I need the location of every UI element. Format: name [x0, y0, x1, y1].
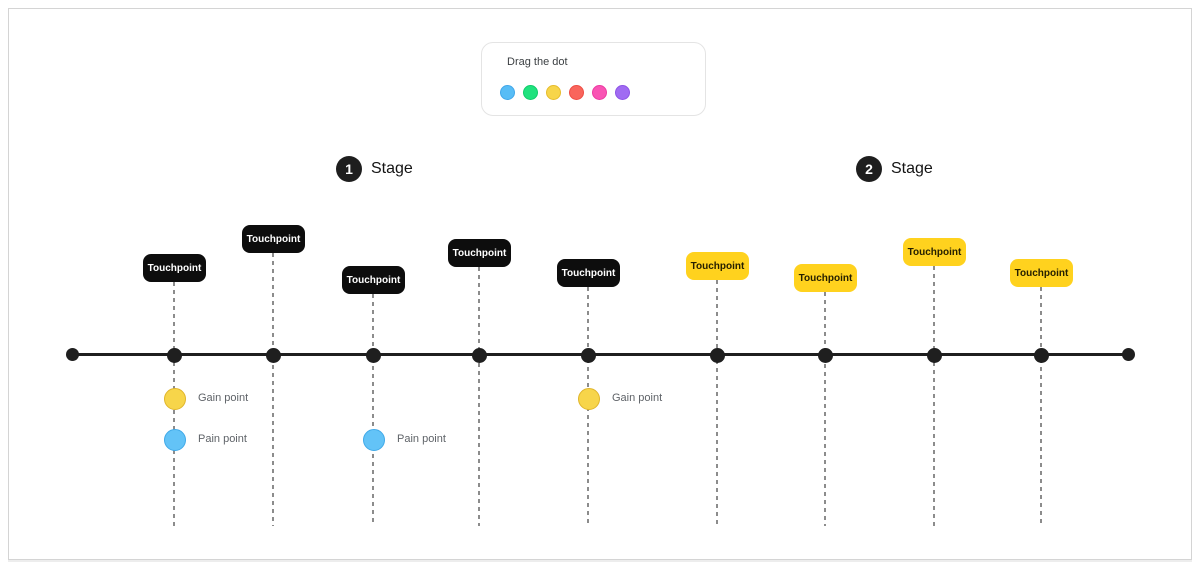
touchpoint-label[interactable]: Touchpoint	[342, 266, 405, 294]
gain-point-label: Gain point	[612, 392, 663, 404]
timeline-node-dot[interactable]	[167, 348, 182, 363]
gain-point-label: Gain point	[198, 392, 249, 404]
timeline-node-dot[interactable]	[366, 348, 381, 363]
pain-point-dot[interactable]	[164, 429, 186, 451]
timeline-node-dot[interactable]	[927, 348, 942, 363]
timeline-node-dot[interactable]	[266, 348, 281, 363]
timeline-node-dot[interactable]	[472, 348, 487, 363]
touchpoint-label[interactable]: Touchpoint	[794, 264, 857, 292]
touchpoint-dashed-line	[824, 292, 826, 526]
stage-2-label: Stage	[891, 160, 933, 177]
stage-1-header: 1 Stage	[336, 156, 413, 182]
purple-dot-draggable[interactable]	[615, 85, 630, 100]
pain-point-label: Pain point	[198, 433, 247, 445]
stage-1-number-badge: 1	[336, 156, 362, 182]
touchpoint-dashed-line	[478, 267, 480, 526]
touchpoint-label[interactable]: Touchpoint	[448, 239, 511, 267]
touchpoint-dashed-line	[272, 253, 274, 526]
stage-2-number-badge: 2	[856, 156, 882, 182]
touchpoint-label[interactable]: Touchpoint	[557, 259, 620, 287]
touchpoint-dashed-line	[372, 294, 374, 526]
timeline-node-dot[interactable]	[818, 348, 833, 363]
touchpoint-dashed-line	[933, 266, 935, 526]
drag-dot-palette: Drag the dot	[481, 42, 706, 116]
touchpoint-dashed-line	[716, 280, 718, 526]
touchpoint-label[interactable]: Touchpoint	[686, 252, 749, 280]
palette-dots	[500, 85, 630, 100]
gain-point-dot[interactable]	[578, 388, 600, 410]
timeline-line	[73, 353, 1129, 356]
yellow-dot-draggable[interactable]	[546, 85, 561, 100]
stage-2-header: 2 Stage	[856, 156, 933, 182]
touchpoint-dashed-line	[1040, 287, 1042, 526]
stage-1-label: Stage	[371, 160, 413, 177]
green-dot-draggable[interactable]	[523, 85, 538, 100]
touchpoint-label[interactable]: Touchpoint	[143, 254, 206, 282]
gain-point-dot[interactable]	[164, 388, 186, 410]
touchpoint-label[interactable]: Touchpoint	[903, 238, 966, 266]
timeline-node-dot[interactable]	[1034, 348, 1049, 363]
timeline-node-dot[interactable]	[710, 348, 725, 363]
blue-dot-draggable[interactable]	[500, 85, 515, 100]
red-dot-draggable[interactable]	[569, 85, 584, 100]
timeline-start-dot	[66, 348, 79, 361]
touchpoint-label[interactable]: Touchpoint	[242, 225, 305, 253]
pain-point-label: Pain point	[397, 433, 446, 445]
pain-point-dot[interactable]	[363, 429, 385, 451]
pink-dot-draggable[interactable]	[592, 85, 607, 100]
palette-title: Drag the dot	[507, 56, 568, 68]
timeline-node-dot[interactable]	[581, 348, 596, 363]
timeline-end-dot	[1122, 348, 1135, 361]
touchpoint-label[interactable]: Touchpoint	[1010, 259, 1073, 287]
